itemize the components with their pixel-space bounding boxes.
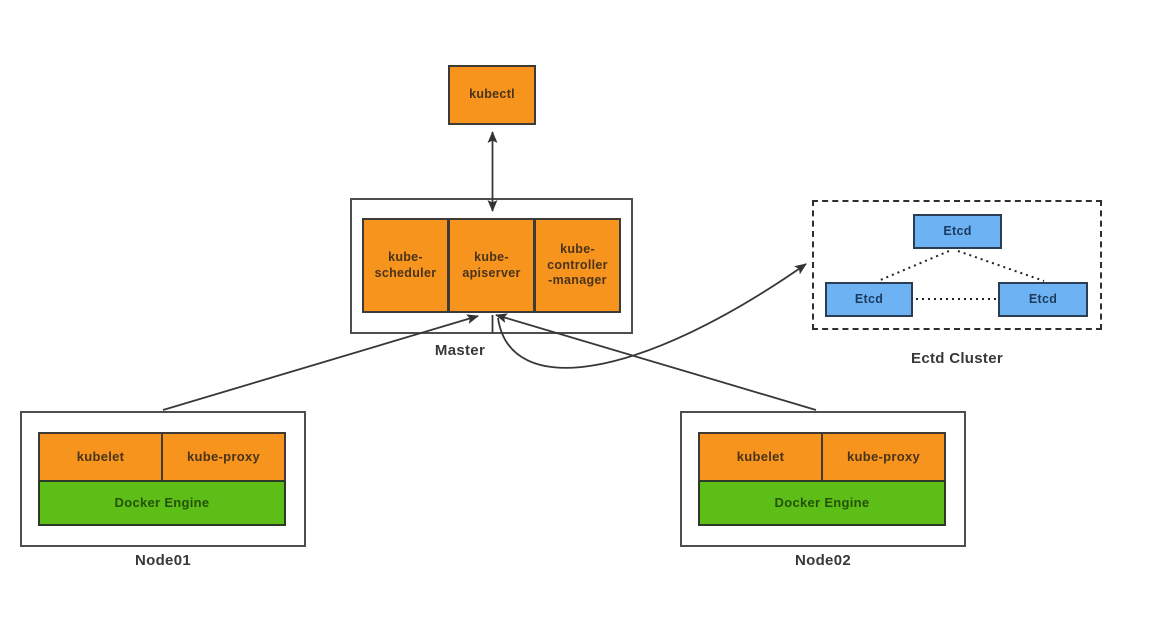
- node02-label: Node02: [795, 552, 851, 569]
- etcd-cluster-label: Ectd Cluster: [911, 350, 1003, 367]
- kube-scheduler-box: kube- scheduler: [362, 218, 449, 313]
- kube-apiserver-box: kube- apiserver: [448, 218, 535, 313]
- master-label: Master: [434, 342, 486, 359]
- node01-kubelet-box: kubelet: [38, 432, 163, 482]
- etcd-box-right: Etcd: [998, 282, 1088, 317]
- kubectl-box: kubectl: [448, 65, 536, 125]
- node02-docker-engine-box: Docker Engine: [698, 480, 946, 526]
- node01-label: Node01: [135, 552, 191, 569]
- etcd-box-left: Etcd: [825, 282, 913, 317]
- node01-kube-proxy-box: kube-proxy: [161, 432, 286, 482]
- node01-docker-engine-box: Docker Engine: [38, 480, 286, 526]
- node02-kubelet-box: kubelet: [698, 432, 823, 482]
- node02-kube-proxy-box: kube-proxy: [821, 432, 946, 482]
- kube-controller-manager-box: kube- controller -manager: [534, 218, 621, 313]
- etcd-box-top: Etcd: [913, 214, 1002, 249]
